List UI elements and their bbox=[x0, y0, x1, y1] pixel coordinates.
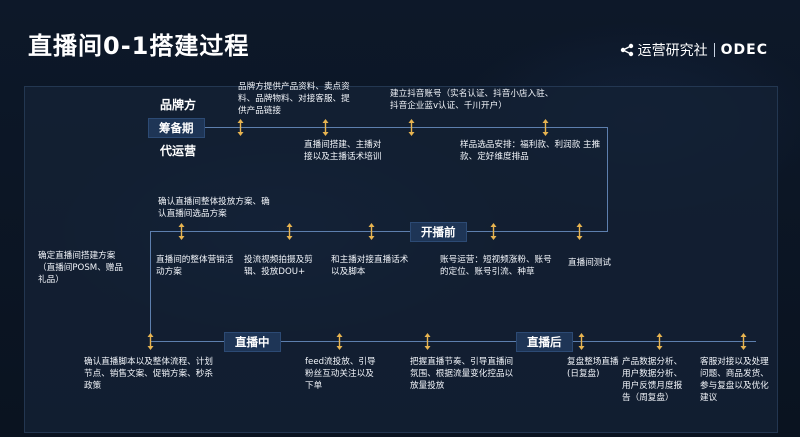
step-douyin-account: 建立抖音账号（实名认证、抖音小店入驻、抖音企业蓝v认证、千川开户） bbox=[390, 89, 554, 111]
arrow-icon bbox=[408, 119, 415, 136]
arrow-icon bbox=[286, 223, 293, 240]
right-connector-top bbox=[607, 127, 608, 231]
arrow-icon bbox=[237, 119, 244, 136]
step-customer-service: 客服对接以及处理问题、商品发货、参与复盘以及优化建议 bbox=[700, 357, 769, 403]
label-post-live: 直播后 bbox=[516, 332, 573, 352]
content-panel bbox=[24, 86, 778, 433]
arrow-icon bbox=[336, 333, 343, 350]
brand-logo: 运营研究社 ODEC bbox=[620, 40, 768, 60]
arrow-icon bbox=[322, 119, 329, 136]
label-pre-live: 开播前 bbox=[410, 222, 467, 242]
arrow-icon bbox=[490, 223, 497, 240]
step-studio-setup-plan: 确定直播间搭建方案（直播间POSM、赠品礼品） bbox=[38, 251, 123, 285]
step-confirm-plan: 确认直播间整体投放方案、确认直播间选品方案 bbox=[158, 197, 270, 219]
arrow-icon bbox=[368, 223, 375, 240]
step-host-script: 和主播对接直播话术以及脚本 bbox=[331, 255, 409, 277]
brand-partner: ODEC bbox=[720, 42, 768, 58]
step-sample-selection: 样品选品安排：福利款、利润款 主推款、定好维度排品 bbox=[460, 140, 601, 162]
row1-line bbox=[148, 127, 608, 128]
label-agency-ops: 代运营 bbox=[160, 144, 197, 158]
step-feed-ads: feed流投放、引导粉丝互动关注以及下单 bbox=[305, 357, 376, 391]
step-account-ops: 账号运营：短视频涨粉、账号的定位、账号引流、种草 bbox=[440, 255, 552, 277]
step-data-analysis: 产品数据分析、用户数据分析、用户反馈月度报告（周复盘） bbox=[622, 357, 683, 403]
arrow-icon bbox=[178, 223, 185, 240]
arrow-icon bbox=[656, 333, 663, 350]
arrow-icon bbox=[147, 333, 154, 350]
arrow-icon bbox=[424, 333, 431, 350]
step-daily-review: 复盘整场直播(日复盘) bbox=[567, 357, 619, 379]
brand-separator bbox=[713, 43, 715, 57]
step-video-dou: 投流视频拍摄及剪辑、投放DOU+ bbox=[244, 255, 313, 277]
step-studio-setup: 直播间搭建、主播对接以及主播话术培训 bbox=[304, 140, 382, 162]
arrow-icon bbox=[740, 333, 747, 350]
step-marketing-plan: 直播间的整体营销活动方案 bbox=[156, 255, 234, 277]
share-logo-icon bbox=[620, 43, 633, 57]
label-prep-period: 筹备期 bbox=[148, 118, 205, 138]
arrow-icon bbox=[542, 119, 549, 136]
step-script-flow: 确认直播脚本以及整体流程、计划节点、销售文案、促销方案、秒杀政策 bbox=[84, 357, 213, 391]
label-brand-side: 品牌方 bbox=[160, 98, 197, 112]
label-live: 直播中 bbox=[224, 332, 281, 352]
step-live-test: 直播间测试 bbox=[568, 258, 611, 268]
arrow-icon bbox=[578, 333, 585, 350]
step-live-rhythm: 把握直播节奏、引导直播间氛围、根据流量变化控品以放量投放 bbox=[410, 357, 514, 391]
step-product-materials: 品牌方提供产品资料、卖点资料、品牌物料、对接客服、提供产品链接 bbox=[238, 82, 350, 116]
page-title: 直播间0-1搭建过程 bbox=[28, 32, 250, 60]
arrow-icon bbox=[576, 223, 583, 240]
row2-line bbox=[150, 231, 608, 232]
row3-line bbox=[150, 341, 756, 342]
brand-name: 运营研究社 bbox=[637, 43, 708, 59]
left-connector bbox=[150, 231, 151, 341]
